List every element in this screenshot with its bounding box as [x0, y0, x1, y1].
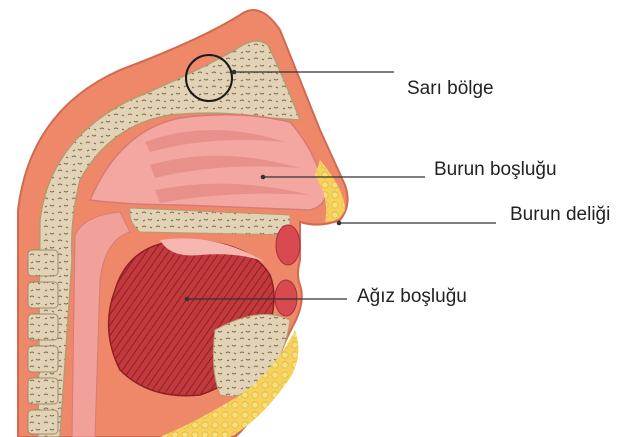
olfactory-leader-dot	[232, 70, 237, 75]
nasal-cavity-label: Burun boşluğu	[434, 159, 557, 180]
oral-cavity-label: Ağız boşluğu	[357, 286, 467, 307]
oral-cavity-leader-dot	[185, 297, 190, 302]
lower-lip	[275, 280, 297, 316]
nostril-leader-dot	[337, 221, 342, 226]
upper-lip	[276, 225, 300, 265]
olfactory-region-label: Sarı bölge	[407, 78, 494, 99]
nasal-cavity-leader-dot	[261, 175, 266, 180]
nostril-label: Burun deliği	[510, 204, 610, 225]
